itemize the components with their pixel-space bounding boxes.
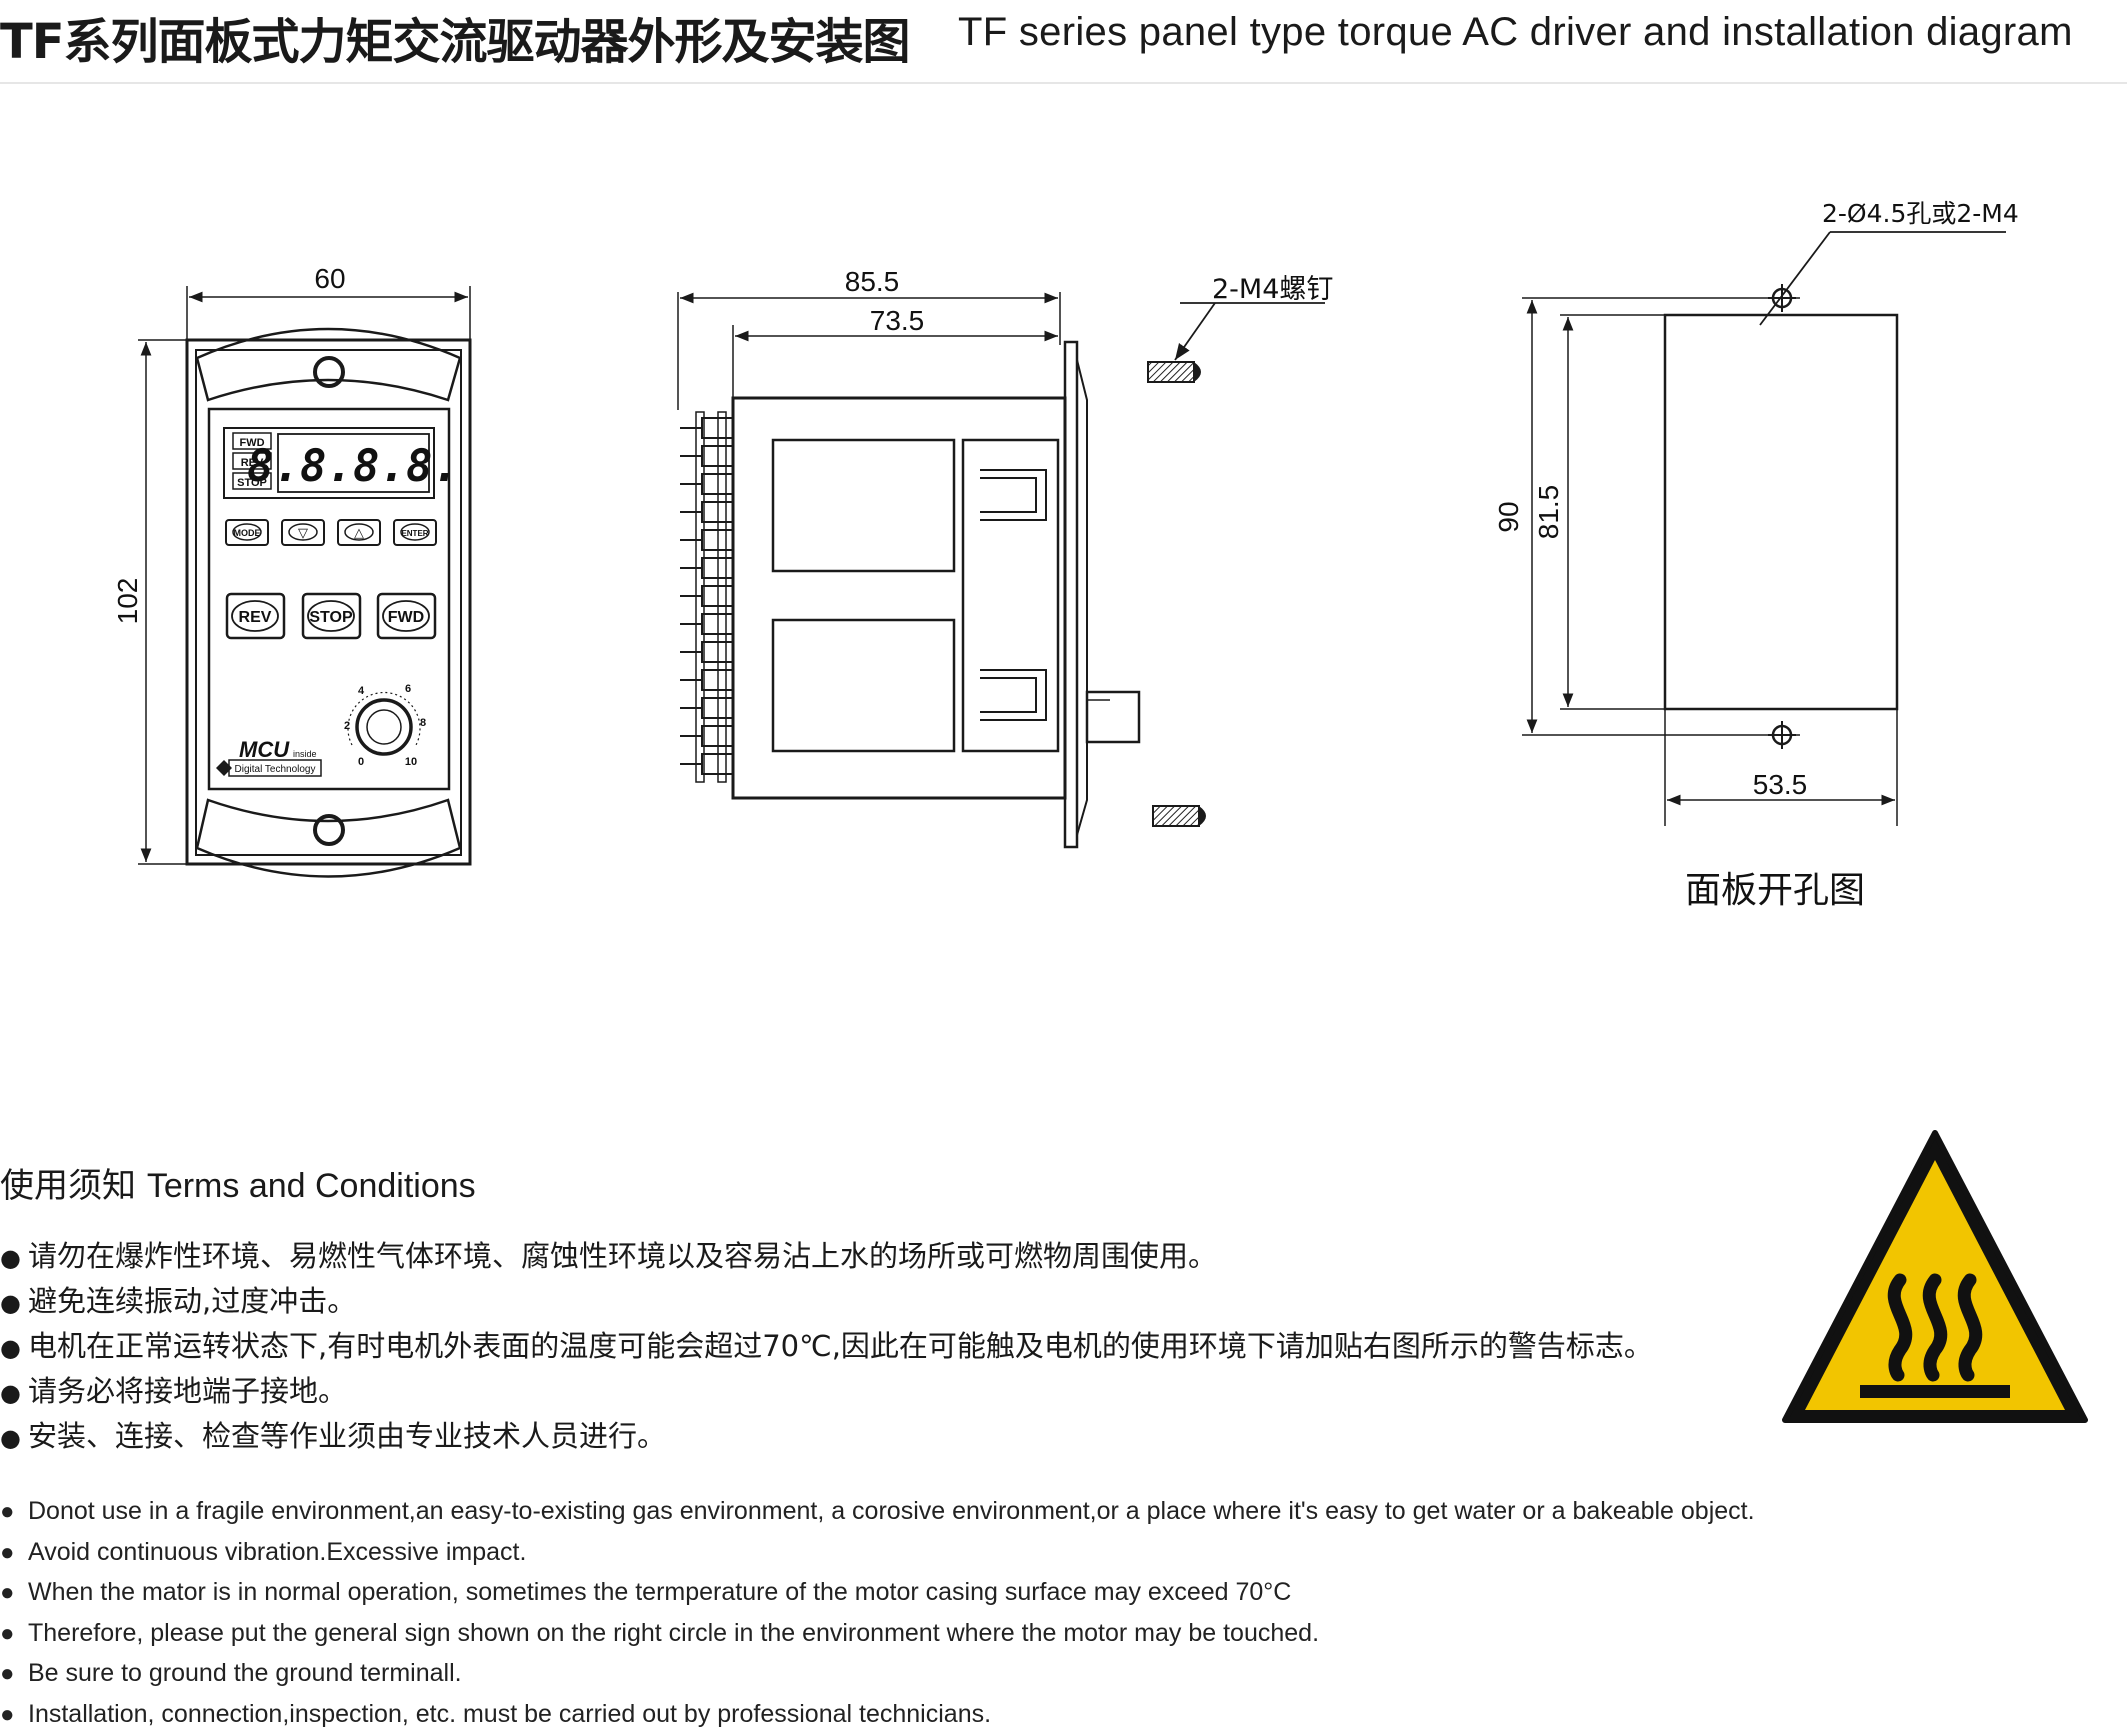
key-rev: REV <box>239 609 272 626</box>
bullet-icon: ● <box>0 1614 28 1655</box>
depth-dim-73-5: 73.5 <box>870 305 925 336</box>
bullet-icon: ● <box>0 1654 28 1695</box>
side-view-text: 85.5 73.5 2-M4螺钉 <box>845 266 1334 336</box>
knob-scale-4: 4 <box>358 685 365 697</box>
list-item: ●安装、连接、检查等作业须由专业技术人员进行。 <box>0 1414 1653 1459</box>
bullet-icon: ● <box>0 1573 28 1614</box>
bullet-icon: ● <box>0 1281 28 1326</box>
bullet-icon: ● <box>0 1492 28 1533</box>
terms-list-zh: ●请勿在爆炸性环境、易燃性气体环境、腐蚀性环境以及容易沾上水的场所或可燃物周围使… <box>0 1234 1653 1459</box>
key-mode: MODE <box>234 528 261 538</box>
installation-diagram: 60 102 FWD REV STOP 8.8.8.8. MODE ▽ △ EN… <box>0 0 2127 1000</box>
list-item: ●电机在正常运转状态下,有时电机外表面的温度可能会超过70℃,因此在可能触及电机… <box>0 1324 1653 1369</box>
cutout-view-text: 2-Ø4.5孔或2-M4 90 81.5 53.5 面板开孔图 <box>1493 199 2019 911</box>
key-stop: STOP <box>309 609 353 626</box>
front-view <box>138 286 470 877</box>
list-item: ●Avoid continuous vibration.Excessive im… <box>0 1532 1755 1573</box>
terms-list-en: ●Donot use in a fragile environment,an e… <box>0 1491 1755 1734</box>
height-dim-102: 102 <box>112 578 143 625</box>
key-enter: ENTER <box>401 529 428 538</box>
hole-label: 2-Ø4.5孔或2-M4 <box>1822 199 2019 228</box>
list-item: ●When the mator is in normal operation, … <box>0 1572 1755 1613</box>
cutout-dim-53-5: 53.5 <box>1753 769 1808 800</box>
screw-icon <box>1148 362 1206 826</box>
knob-scale-8: 8 <box>420 717 426 729</box>
brand-mcu: MCU <box>239 737 290 762</box>
cutout-dim-90: 90 <box>1493 501 1524 532</box>
knob-scale-0: 0 <box>358 756 364 768</box>
list-item: ●Be sure to ground the ground terminall. <box>0 1653 1755 1694</box>
list-item: ●避免连续振动,过度冲击。 <box>0 1279 1653 1324</box>
key-fwd: FWD <box>388 609 424 626</box>
hot-surface-warning-icon <box>1780 1130 2090 1430</box>
width-dim-60: 60 <box>314 263 345 294</box>
bullet-icon: ● <box>0 1326 28 1371</box>
depth-dim-85-5: 85.5 <box>845 266 900 297</box>
bullet-icon: ● <box>0 1371 28 1416</box>
key-down: ▽ <box>298 526 308 541</box>
side-view <box>678 292 1325 847</box>
led-display: 8.8.8.8. <box>247 441 459 492</box>
terms-heading: 使用须知 Terms and Conditions <box>0 1158 476 1207</box>
screw-label: 2-M4螺钉 <box>1212 274 1333 305</box>
terms-heading-en: Terms and Conditions <box>147 1167 476 1205</box>
list-item: ●Installation, connection,inspection, et… <box>0 1694 1755 1735</box>
bullet-icon: ● <box>0 1416 28 1461</box>
key-up: △ <box>354 526 364 541</box>
knob-scale-6: 6 <box>405 683 411 695</box>
knob-scale-2: 2 <box>344 720 350 732</box>
list-item: ●Donot use in a fragile environment,an e… <box>0 1491 1755 1532</box>
cutout-view <box>1522 232 2006 826</box>
cutout-caption: 面板开孔图 <box>1685 870 1865 911</box>
terms-heading-zh: 使用须知 <box>0 1167 136 1205</box>
list-item: ●请务必将接地端子接地。 <box>0 1369 1653 1414</box>
list-item: ●Therefore, please put the general sign … <box>0 1613 1755 1654</box>
knob-scale-10: 10 <box>405 756 417 768</box>
bullet-icon: ● <box>0 1533 28 1574</box>
brand-digital-technology: Digital Technology <box>235 764 316 775</box>
cutout-dim-81-5: 81.5 <box>1533 485 1564 540</box>
list-item: ●请勿在爆炸性环境、易燃性气体环境、腐蚀性环境以及容易沾上水的场所或可燃物周围使… <box>0 1234 1653 1279</box>
bullet-icon: ● <box>0 1236 28 1281</box>
brand-inside: inside <box>293 749 317 759</box>
